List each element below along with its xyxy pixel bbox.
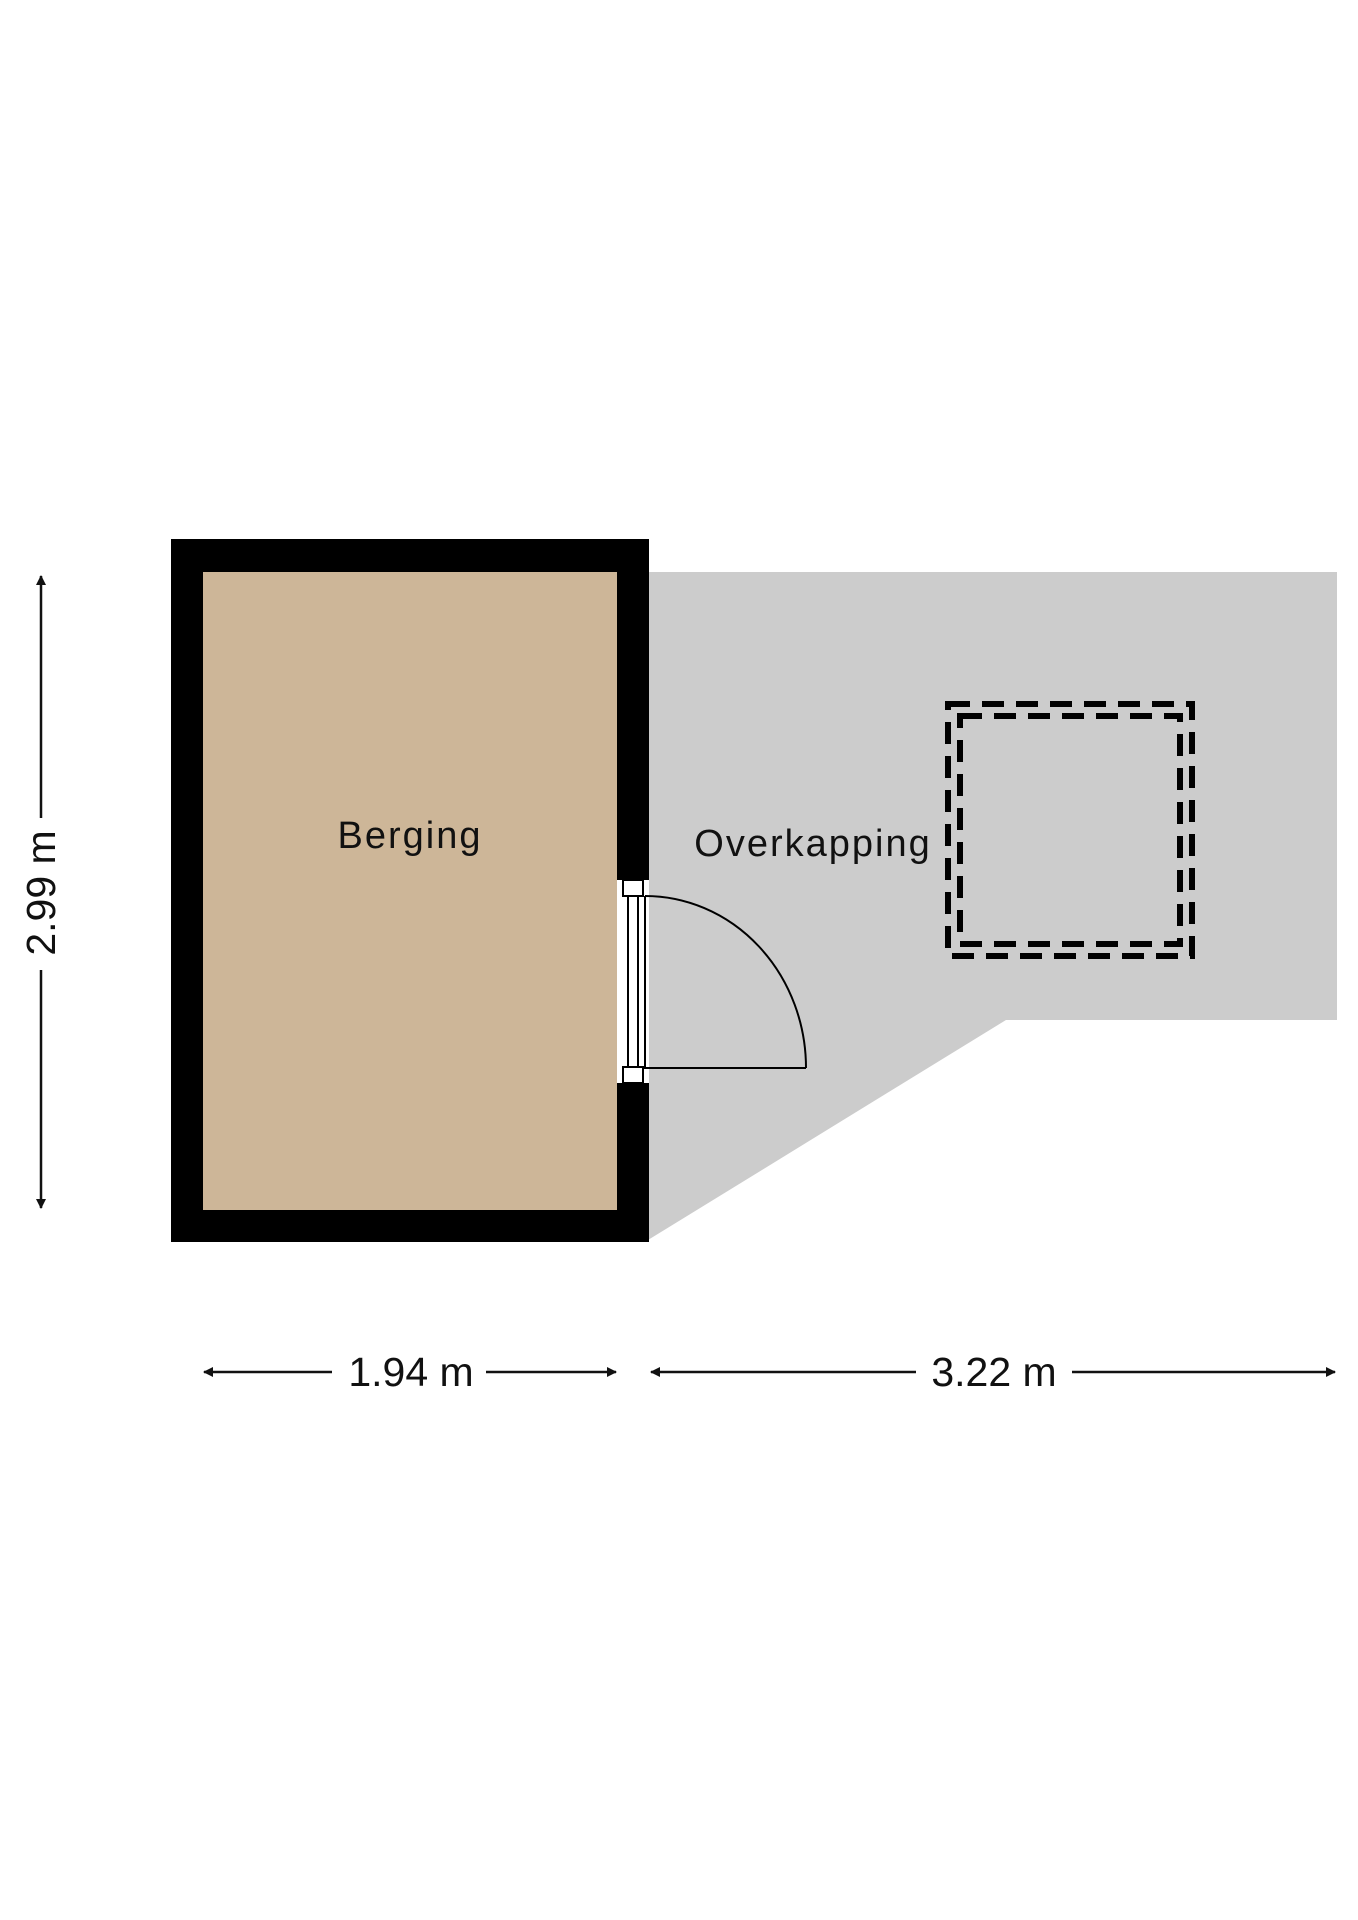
door-leaf <box>644 896 806 1069</box>
door-jamb-top <box>622 879 644 897</box>
dimension-label-overkapping-width: 3.22 m <box>931 1349 1056 1395</box>
door-swing-arc <box>644 895 807 1069</box>
door-jamb-bottom <box>622 1066 644 1084</box>
room-label-berging: Berging <box>338 815 483 857</box>
skylight-outline-inner <box>957 713 1183 947</box>
dimension-label-height: 2.99 m <box>18 830 64 955</box>
skylight-outline-outer <box>945 701 1195 959</box>
room-label-overkapping: Overkapping <box>694 823 931 865</box>
overkapping-floor <box>648 572 1337 1240</box>
berging-floor <box>203 572 617 1210</box>
dimension-label-berging-width: 1.94 m <box>348 1349 473 1395</box>
door-threshold <box>627 895 639 1068</box>
